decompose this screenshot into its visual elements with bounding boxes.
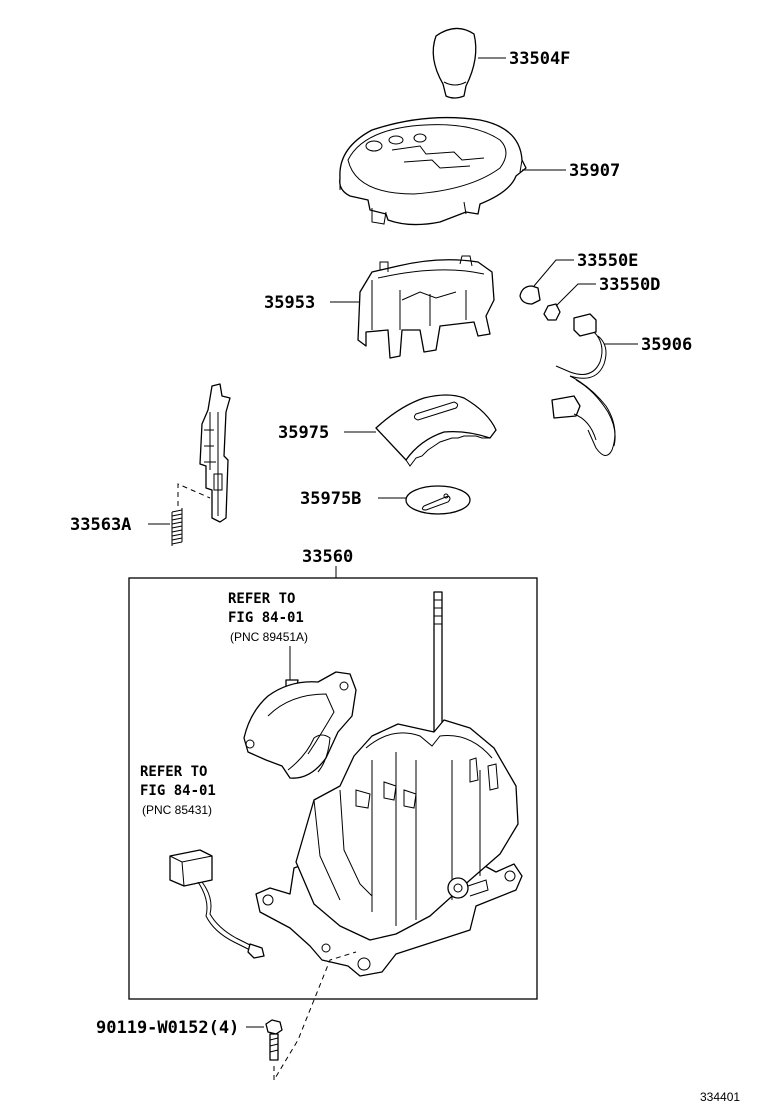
assembly-box [128, 577, 538, 1000]
refer-note-2-line1: REFER TO [140, 764, 207, 780]
position-indicator-frame [357, 255, 495, 359]
label-35953: 35953 [264, 293, 315, 313]
label-33550E: 33550E [577, 251, 638, 271]
slide-cover-b [405, 485, 471, 515]
shift-knob [432, 27, 477, 99]
bolt [265, 1019, 283, 1061]
refer-note-2-line2: FIG 84-01 [140, 783, 216, 799]
refer-note-1-line1: REFER TO [228, 591, 295, 607]
shift-lock-connector [169, 849, 265, 959]
label-35907: 35907 [569, 161, 620, 181]
shift-lever-assembly [255, 591, 523, 977]
indicator-housing [339, 116, 527, 226]
label-35975: 35975 [278, 423, 329, 443]
refer-note-2-line3: (PNC 85431) [142, 803, 212, 817]
label-33560: 33560 [302, 547, 353, 567]
label-33563A: 33563A [70, 515, 131, 535]
lock-plate [199, 383, 231, 523]
bulb-33550E [519, 285, 541, 305]
label-33550D: 33550D [599, 275, 660, 295]
label-35975B: 35975B [300, 489, 361, 509]
wire-harness [551, 313, 616, 456]
refer-note-1-line2: FIG 84-01 [228, 610, 304, 626]
label-35906: 35906 [641, 335, 692, 355]
bulb-33550D [543, 303, 561, 321]
slide-cover [375, 394, 497, 467]
label-90119-W0152: 90119-W0152(4) [96, 1018, 239, 1038]
label-33504F: 33504F [509, 49, 570, 69]
lock-spring [171, 508, 183, 546]
indicator-bracket [243, 671, 357, 779]
figure-code: 334401 [700, 1090, 740, 1104]
refer-note-1-line3: (PNC 89451A) [230, 630, 308, 644]
